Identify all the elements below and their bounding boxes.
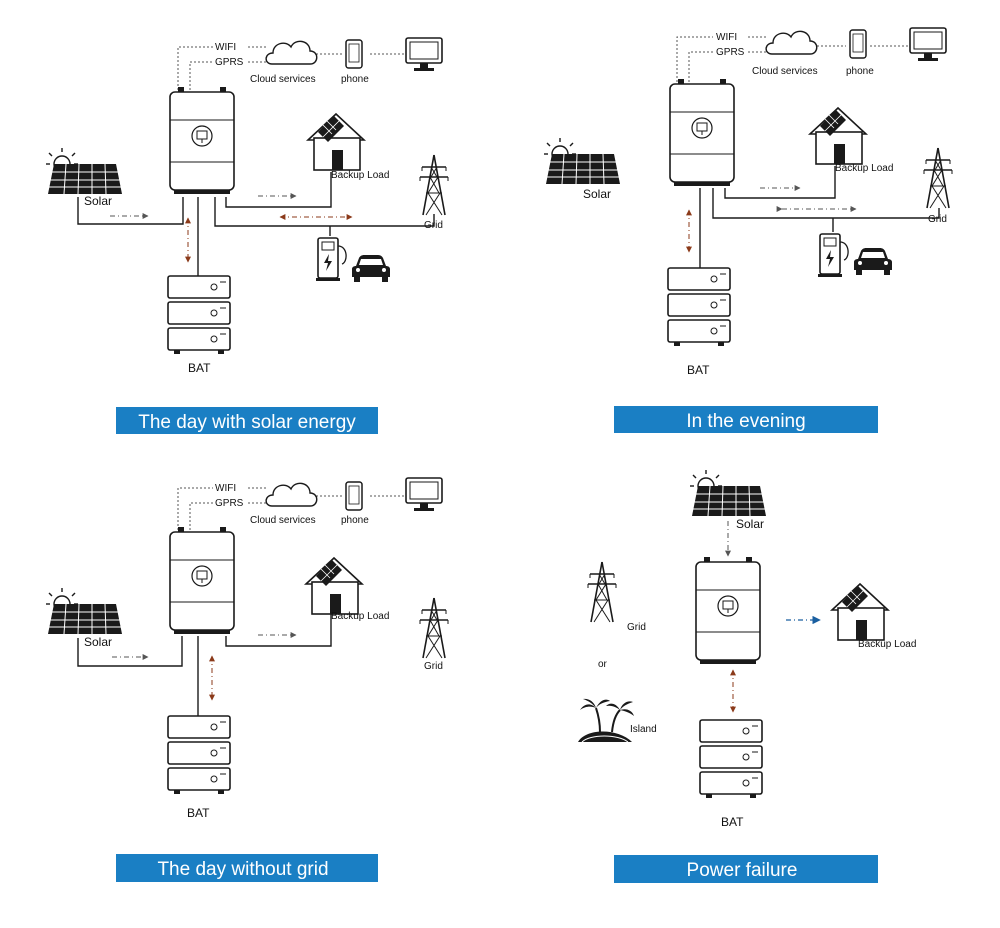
house-icon [307, 113, 365, 171]
grid-tower-icon [923, 147, 953, 209]
cloud-services-label: Cloud services [250, 515, 316, 526]
solar-panel-icon [689, 469, 767, 517]
panel-power-failure: Solar Backup Load Grid or Island BAT Pow… [577, 469, 916, 883]
panel-title-banner [116, 407, 378, 434]
inverter-icon [169, 526, 235, 635]
grid-tower-icon [419, 154, 449, 216]
panel-title-banner [116, 854, 378, 882]
grid-label: Grid [627, 622, 646, 633]
grid-label: Grid [928, 214, 947, 225]
cloud-icon [765, 30, 818, 55]
phone-label: phone [341, 74, 369, 85]
cloud-services-label: Cloud services [250, 74, 316, 85]
panel-title: The day with solar energy [138, 412, 356, 433]
grid-tower-icon [587, 561, 617, 623]
panel-day-without-grid: WIFI GPRS Cloud services phone Solar Bac… [45, 477, 449, 882]
solar-panel-icon [45, 587, 123, 635]
cloud-icon [265, 482, 318, 507]
phone-icon [849, 29, 867, 59]
house-icon [831, 583, 889, 641]
backup-load-label: Backup Load [835, 163, 893, 174]
monitor-icon [909, 27, 947, 62]
panel-day-solar: WIFI GPRS Cloud services phone Solar Bac… [45, 37, 449, 434]
backup-load-label: Backup Load [331, 170, 389, 181]
phone-icon [345, 39, 363, 69]
inverter-icon [695, 556, 761, 665]
solar-label: Solar [84, 635, 112, 649]
island-icon [577, 697, 635, 743]
phone-label: phone [846, 66, 874, 77]
battery-icon [167, 715, 231, 795]
cloud-services-label: Cloud services [752, 66, 818, 77]
gprs-label: GPRS [215, 498, 244, 509]
grid-tower-icon [419, 597, 449, 659]
ev-charger-icon [315, 237, 347, 282]
phone-label: phone [341, 515, 369, 526]
solar-panel-icon [45, 147, 123, 195]
or-label: or [598, 659, 608, 670]
phone-icon [345, 481, 363, 511]
solar-label: Solar [84, 194, 112, 208]
panel-evening: WIFI GPRS Cloud services phone Solar Bac… [543, 27, 953, 433]
panel-title-banner [614, 855, 878, 883]
grid-label: Grid [424, 661, 443, 672]
monitor-icon [405, 477, 443, 512]
gprs-label: GPRS [716, 47, 745, 58]
ev-charger-icon [817, 233, 849, 278]
battery-icon [167, 275, 231, 355]
bat-label: BAT [721, 815, 744, 829]
car-icon [352, 255, 390, 282]
gprs-label: GPRS [215, 57, 244, 68]
inverter-icon [169, 86, 235, 195]
panel-title: In the evening [686, 411, 805, 432]
backup-load-label: Backup Load [858, 639, 916, 650]
bat-label: BAT [687, 363, 710, 377]
battery-icon [699, 719, 763, 799]
inverter-icon [669, 78, 735, 187]
cloud-icon [265, 40, 318, 65]
car-icon [854, 248, 892, 275]
monitor-icon [405, 37, 443, 72]
house-icon [305, 557, 363, 615]
battery-icon [667, 267, 731, 347]
house-icon [809, 107, 867, 165]
solar-label: Solar [583, 187, 611, 201]
panel-title: The day without grid [157, 859, 328, 880]
backup-load-label: Backup Load [331, 611, 389, 622]
bat-label: BAT [187, 806, 210, 820]
wifi-label: WIFI [215, 483, 236, 494]
island-label: Island [630, 724, 657, 735]
bat-label: BAT [188, 361, 211, 375]
solar-panel-icon [543, 137, 621, 185]
wifi-label: WIFI [215, 42, 236, 53]
wifi-label: WIFI [716, 32, 737, 43]
panel-title-banner [614, 406, 878, 433]
panel-title: Power failure [687, 860, 798, 881]
solar-label: Solar [736, 517, 764, 531]
